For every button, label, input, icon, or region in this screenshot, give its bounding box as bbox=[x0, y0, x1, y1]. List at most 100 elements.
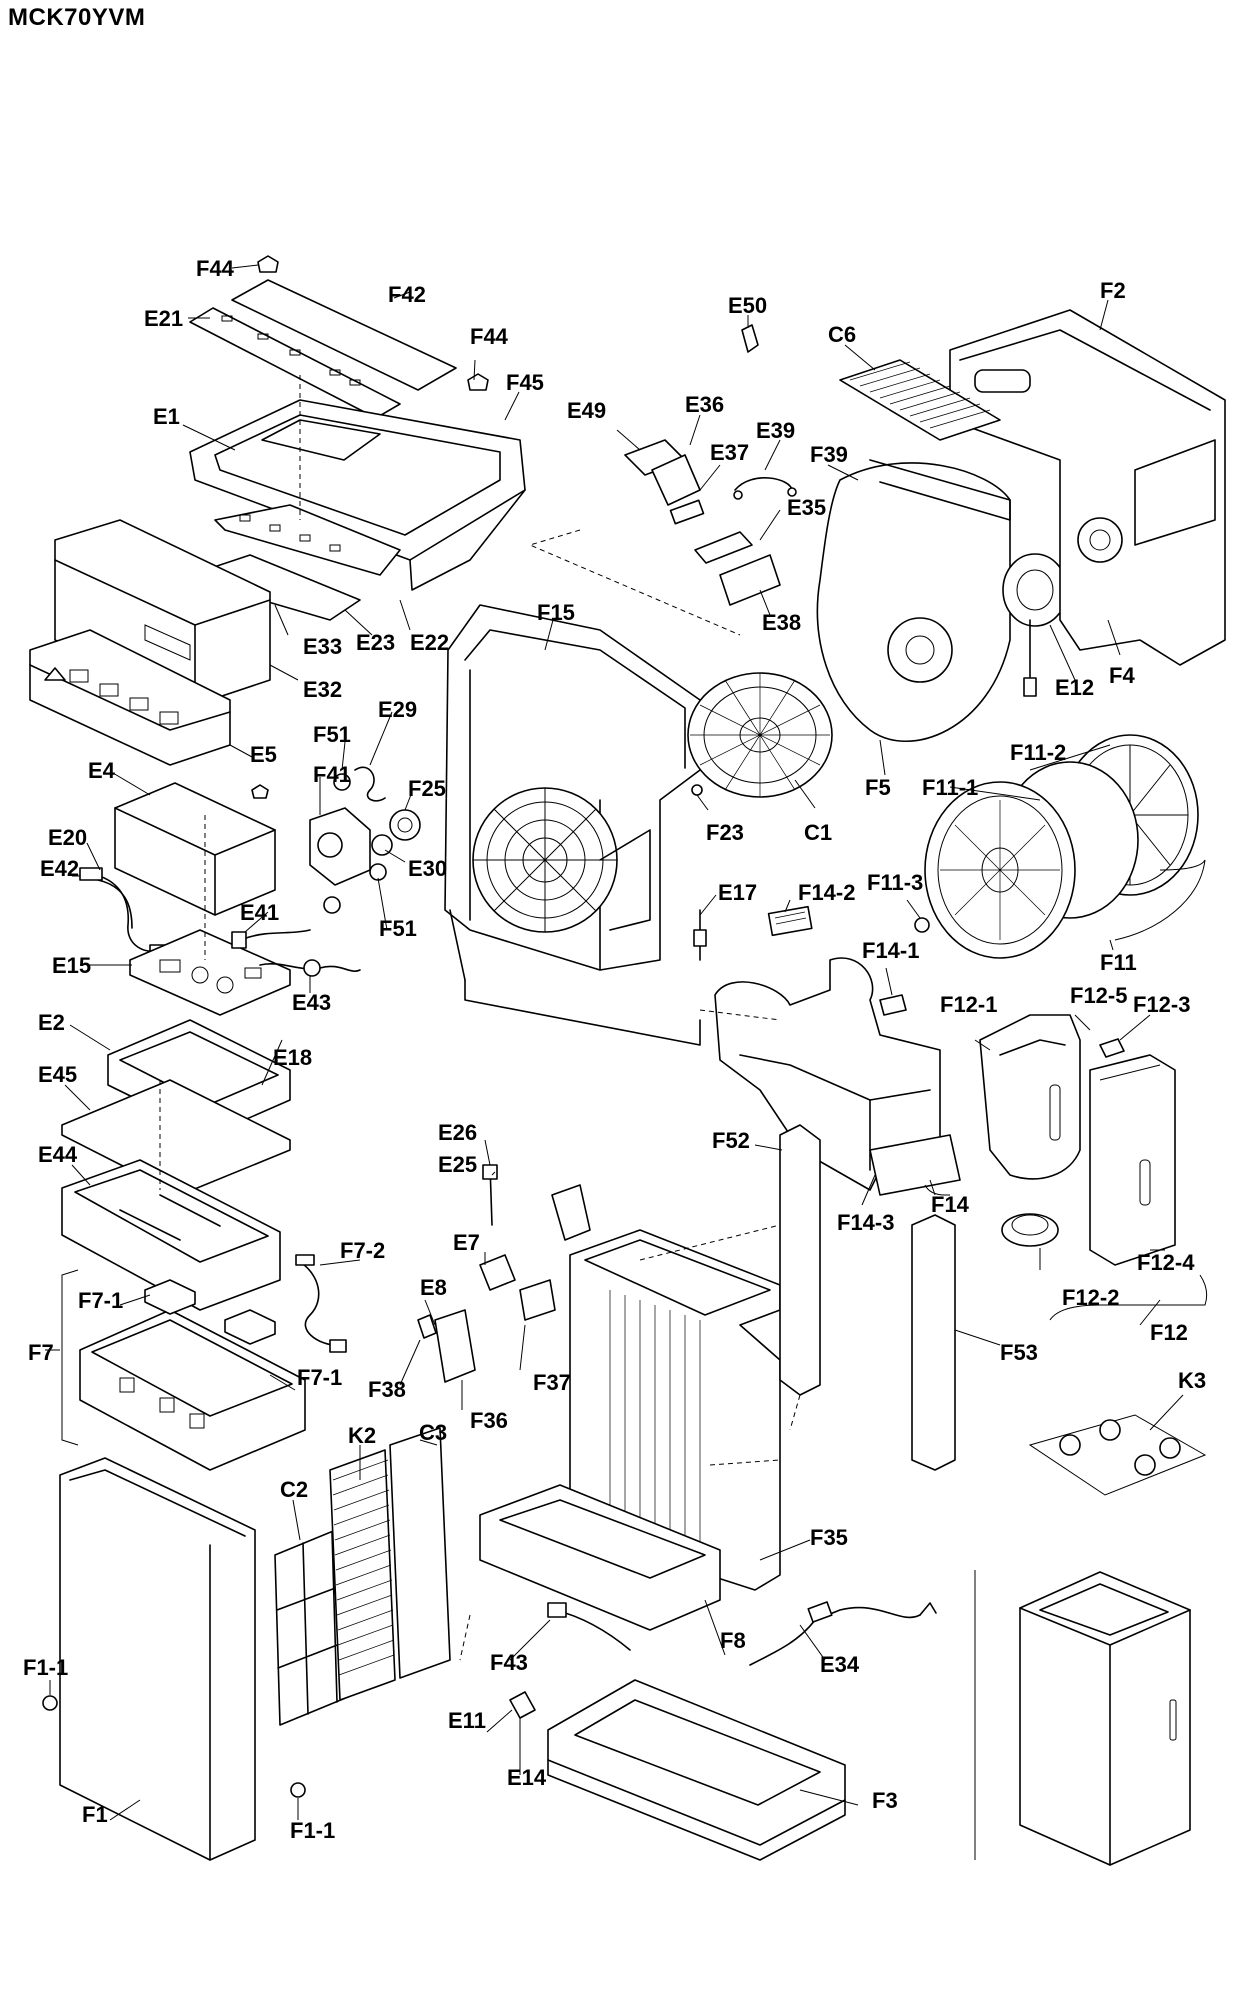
part-label: E45 bbox=[38, 1062, 77, 1087]
water-tray-f14 bbox=[693, 905, 961, 1196]
part-label: F1-1 bbox=[23, 1655, 68, 1680]
humidifier-wheel-f11 bbox=[914, 734, 1206, 959]
part-label: F7-1 bbox=[297, 1365, 342, 1390]
part-label: F14-1 bbox=[862, 938, 919, 963]
part-label: F45 bbox=[506, 370, 544, 395]
part-label: C2 bbox=[280, 1477, 308, 1502]
part-label: E20 bbox=[48, 825, 87, 850]
part-label: E11 bbox=[448, 1708, 486, 1733]
part-label: F11-2 bbox=[1010, 740, 1066, 765]
part-label: F41 bbox=[313, 762, 351, 787]
humidifier-frame-f35 bbox=[417, 1124, 956, 1719]
part-label: F42 bbox=[388, 282, 426, 307]
part-label: E14 bbox=[507, 1765, 547, 1790]
control-box-parts bbox=[61, 782, 361, 1471]
part-label: E26 bbox=[438, 1120, 477, 1145]
part-label: F53 bbox=[1000, 1340, 1038, 1365]
base-f3 bbox=[547, 1679, 846, 1861]
part-label: F14 bbox=[931, 1192, 970, 1217]
part-label: F37 bbox=[533, 1370, 571, 1395]
part-label: F5 bbox=[865, 775, 891, 800]
part-label: F12-2 bbox=[1062, 1285, 1119, 1310]
part-label: E22 bbox=[410, 630, 449, 655]
part-label: E25 bbox=[438, 1152, 477, 1177]
part-label: F12-1 bbox=[940, 992, 997, 1017]
part-label: F15 bbox=[537, 600, 575, 625]
part-label: F51 bbox=[379, 916, 417, 941]
assembly-guide-lines bbox=[159, 375, 801, 1661]
part-label: E30 bbox=[408, 856, 447, 881]
part-label: F11 bbox=[1100, 950, 1137, 975]
part-label: F7 bbox=[28, 1340, 54, 1365]
part-label: E15 bbox=[52, 953, 91, 978]
part-label: F51 bbox=[313, 722, 351, 747]
part-label: E36 bbox=[685, 392, 724, 417]
part-label: F7-2 bbox=[340, 1238, 385, 1263]
part-label: E42 bbox=[40, 856, 79, 881]
part-label: F3 bbox=[872, 1788, 898, 1813]
part-label: E12 bbox=[1055, 675, 1094, 700]
part-label: F2 bbox=[1100, 278, 1126, 303]
louver-motor-parts bbox=[251, 766, 421, 914]
part-label: F44 bbox=[470, 324, 509, 349]
water-tank-f12 bbox=[979, 1014, 1176, 1266]
part-label: F12 bbox=[1150, 1320, 1188, 1345]
part-label: F38 bbox=[368, 1377, 406, 1402]
fan-housing-f15 bbox=[444, 604, 701, 1046]
part-label: E2 bbox=[38, 1010, 65, 1035]
sensor-parts bbox=[624, 439, 797, 606]
part-label: E23 bbox=[356, 630, 395, 655]
part-label: F36 bbox=[470, 1408, 508, 1433]
part-label: E43 bbox=[292, 990, 331, 1015]
part-label: E41 bbox=[240, 900, 279, 925]
part-label: E4 bbox=[88, 758, 116, 783]
part-label: F7-1 bbox=[78, 1288, 123, 1313]
part-label: F43 bbox=[490, 1650, 528, 1675]
part-label: E8 bbox=[420, 1275, 447, 1300]
part-label: E39 bbox=[756, 418, 795, 443]
part-label: F1-1 bbox=[290, 1818, 335, 1843]
part-label: F8 bbox=[720, 1628, 746, 1653]
part-label: F44 bbox=[196, 256, 235, 281]
part-label: F52 bbox=[712, 1128, 750, 1153]
assembled-unit bbox=[974, 1570, 1191, 1866]
part-label: F1 bbox=[82, 1802, 108, 1827]
part-label: E44 bbox=[38, 1142, 78, 1167]
fan-assembly bbox=[687, 309, 1226, 798]
top-panel-parts bbox=[29, 255, 526, 766]
part-label: C3 bbox=[419, 1420, 447, 1445]
part-labels: F44 F42 E21 F44 F45 E1 E50 F2 C6 E49 E36… bbox=[23, 256, 1206, 1843]
part-label: E37 bbox=[710, 440, 749, 465]
front-panel-and-filters bbox=[42, 1427, 451, 1861]
part-label: F12-4 bbox=[1137, 1250, 1195, 1275]
part-label: C6 bbox=[828, 322, 856, 347]
part-label: E34 bbox=[820, 1652, 860, 1677]
group-brackets bbox=[924, 859, 1208, 1321]
part-label: F14-2 bbox=[798, 880, 855, 905]
part-label: E21 bbox=[144, 306, 183, 331]
part-label: E7 bbox=[453, 1230, 480, 1255]
part-label: F11-1 bbox=[922, 775, 978, 800]
part-label: K2 bbox=[348, 1423, 376, 1448]
part-label: F14-3 bbox=[837, 1210, 894, 1235]
part-label: C1 bbox=[804, 820, 832, 845]
part-label: E33 bbox=[303, 634, 342, 659]
part-label: E29 bbox=[378, 697, 417, 722]
part-label: E5 bbox=[250, 742, 277, 767]
part-label: E1 bbox=[153, 404, 180, 429]
casters-k3 bbox=[1028, 1414, 1207, 1496]
leader-lines bbox=[45, 264, 1184, 1821]
part-label: F12-5 bbox=[1070, 983, 1127, 1008]
model-title: MCK70YVM bbox=[8, 4, 146, 31]
part-label: E17 bbox=[718, 880, 757, 905]
part-label: F12-3 bbox=[1133, 992, 1190, 1017]
part-label: F11-3 bbox=[867, 870, 923, 895]
part-label: E18 bbox=[273, 1045, 312, 1070]
part-label: E50 bbox=[728, 293, 767, 318]
part-label: E38 bbox=[762, 610, 801, 635]
part-label: F39 bbox=[810, 442, 848, 467]
part-label: E32 bbox=[303, 677, 342, 702]
part-label: F25 bbox=[408, 776, 446, 801]
part-label: E49 bbox=[567, 398, 606, 423]
